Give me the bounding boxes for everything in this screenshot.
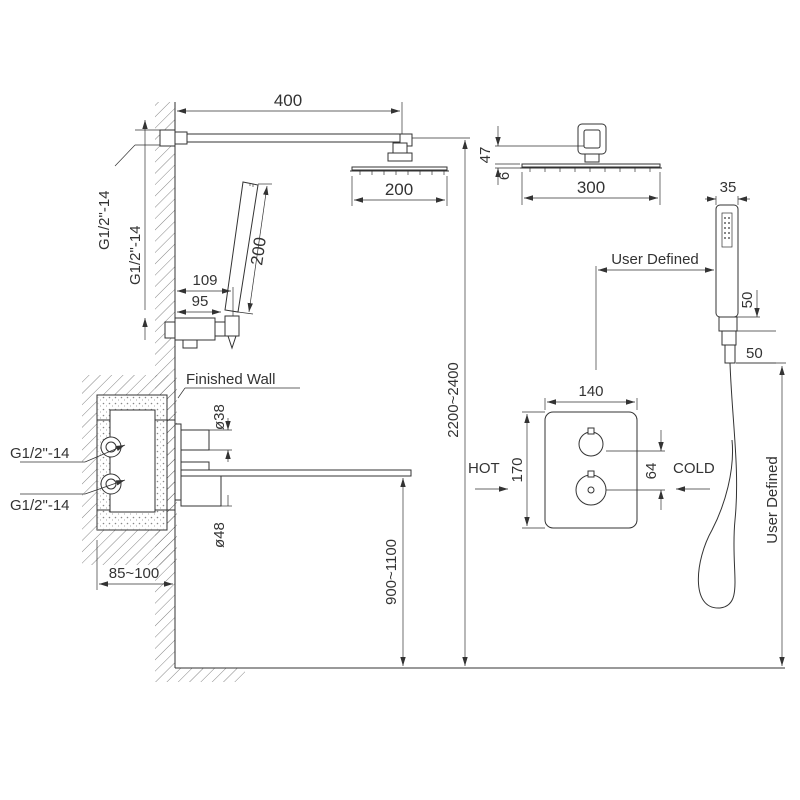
thread-callout-top: G1/2"-14 G1/2"-14: [96, 120, 160, 340]
hot-cold-arrows: HOT COLD: [468, 460, 715, 492]
dim-text-2200-2400: 2200~2400: [445, 362, 462, 438]
dim-text-50a: 50: [739, 292, 756, 309]
dim-text-140: 140: [578, 383, 603, 400]
concealed-valve-body: [96, 394, 412, 531]
thread-label-1: G1/2"-14: [96, 190, 113, 250]
rain-head-300: [520, 123, 662, 172]
user-defined-vertical-label: User Defined: [764, 456, 781, 544]
shower-arm: [159, 129, 413, 162]
dim-dia38: ø38: [209, 404, 232, 462]
dim-outlet-95: 95: [177, 293, 221, 315]
dim-mixer-height: 900~1100: [383, 478, 406, 666]
dim-hand-shower-200: 200: [237, 183, 272, 315]
dim-text-95: 95: [192, 293, 209, 310]
user-defined-horizontal-label: User Defined: [611, 251, 699, 268]
dim-user-defined-vertical: User Defined: [736, 362, 786, 666]
dim-plate-width: 140: [544, 383, 638, 410]
rain-head-200: [350, 166, 449, 175]
dim-outlet-109: 109: [177, 272, 234, 316]
hand-shower-front: [715, 204, 739, 364]
dim-dia48: ø48: [211, 475, 232, 548]
dim-text-400: 400: [274, 91, 302, 110]
dim-text-64: 64: [643, 463, 660, 480]
dim-text-47: 47: [477, 147, 494, 164]
thread-callout-inlet: G1/2"-14 G1/2"-14: [10, 444, 126, 514]
hose: [697, 362, 738, 609]
cold-label: COLD: [673, 460, 715, 477]
dim-text-35: 35: [720, 179, 737, 196]
dim-text-170: 170: [509, 457, 526, 482]
dim-arm-length: 400: [174, 91, 403, 134]
finished-wall-label: Finished Wall: [186, 371, 275, 388]
dim-hand-width-35: 35: [705, 179, 750, 205]
dim-user-defined-horizontal: User Defined: [595, 251, 714, 370]
hand-shower-outlet: [164, 315, 240, 350]
dim-text-dia48: ø48: [211, 522, 228, 548]
dim-text-dia38: ø38: [211, 404, 228, 430]
hot-label: HOT: [468, 460, 500, 477]
dim-knob-spacing: 64: [606, 430, 665, 510]
dim-text-300-head: 300: [577, 178, 605, 197]
dim-head-a: 200: [351, 176, 448, 206]
dim-text-109: 109: [192, 272, 217, 289]
dim-head-thickness: 47 6: [477, 126, 584, 185]
dim-text-85-100: 85~100: [109, 565, 159, 582]
dim-text-200-head: 200: [385, 180, 413, 199]
dim-text-200-hand: 200: [247, 236, 270, 267]
trim-plate: [544, 411, 638, 529]
dim-holder-50: 50 50: [736, 290, 776, 364]
wall-section: [82, 102, 785, 682]
finished-wall-callout: Finished Wall: [177, 371, 300, 399]
dim-plate-height: 170: [509, 411, 545, 529]
thread-inlet-2: G1/2"-14: [10, 497, 70, 514]
dim-text-6: 6: [496, 172, 513, 180]
dim-text-50b: 50: [746, 345, 763, 362]
dim-text-900-1100: 900~1100: [383, 539, 400, 605]
thread-label-2: G1/2"-14: [127, 225, 144, 285]
dim-shower-height: 2200~2400: [412, 137, 470, 666]
thread-inlet-1: G1/2"-14: [10, 445, 70, 462]
dim-head-b: 300: [521, 172, 661, 205]
dim-wall-depth: 85~100: [96, 540, 176, 590]
